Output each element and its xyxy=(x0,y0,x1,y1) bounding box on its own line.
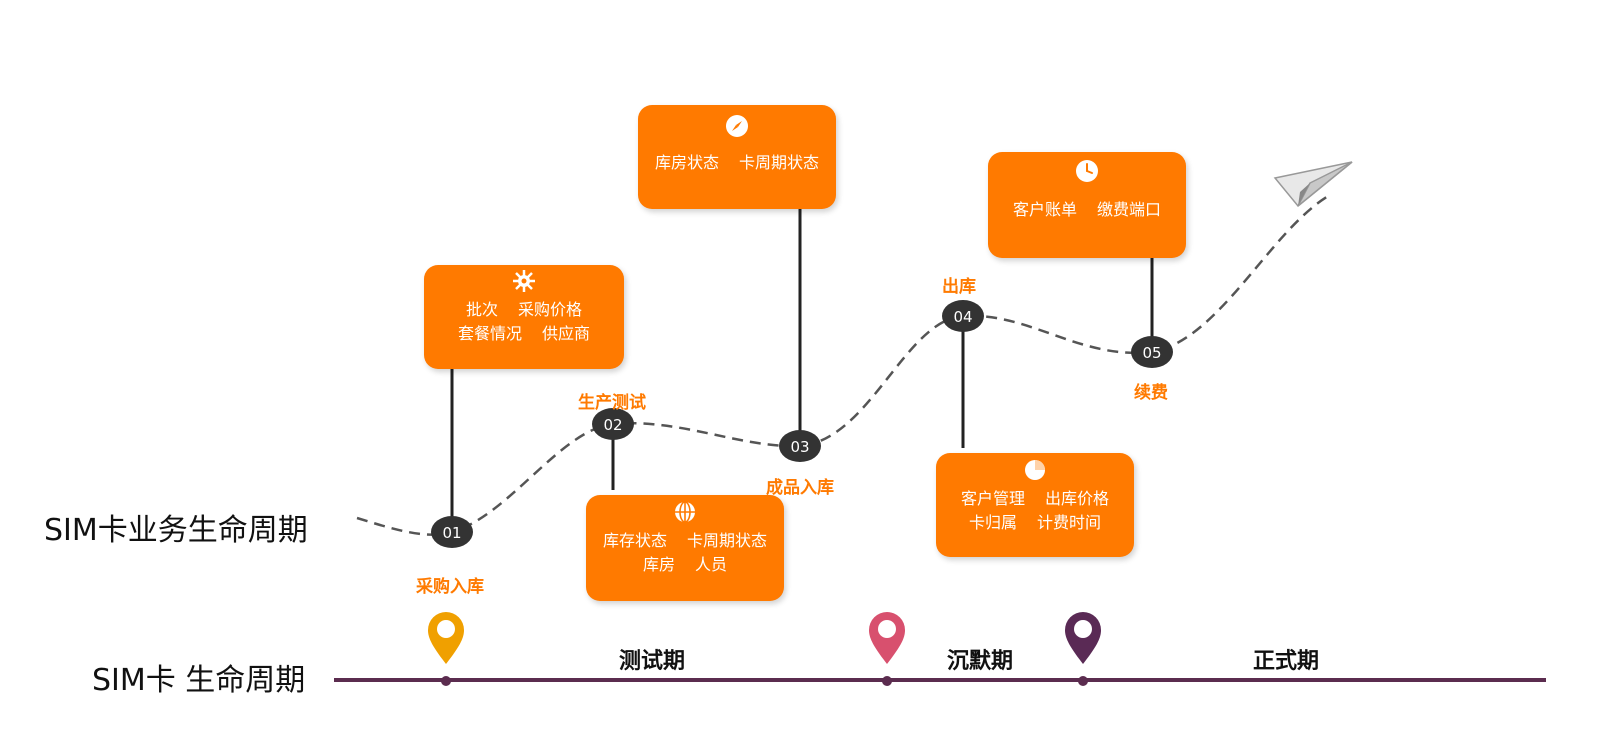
paper-plane-icon xyxy=(1273,161,1353,208)
field-warehouse: 库房 xyxy=(642,555,675,574)
timeline-dot xyxy=(441,676,451,686)
globe-icon xyxy=(675,501,695,523)
timeline-dot xyxy=(882,676,892,686)
phase-label-test: 测试期 xyxy=(619,649,686,674)
stage-label-02: 生产测试 xyxy=(578,393,646,413)
info-card-03: 库房状态 卡周期状态 xyxy=(638,105,836,209)
clock-icon xyxy=(1076,160,1098,182)
compass-icon xyxy=(726,115,748,137)
stage-label-01: 采购入库 xyxy=(416,577,484,597)
gear-icon xyxy=(513,270,535,292)
phase-label-silent: 沉默期 xyxy=(947,649,1014,674)
stage-number: 05 xyxy=(1142,344,1161,362)
stage-node-05: 05 xyxy=(1131,336,1173,368)
field-customer-management: 客户管理 xyxy=(960,489,1025,508)
timeline-dot xyxy=(1078,676,1088,686)
stage-number: 03 xyxy=(790,438,809,456)
business-lifecycle-title: SIM卡业务生命周期 xyxy=(44,513,308,548)
stage-node-04: 04 xyxy=(942,300,984,332)
info-card-05: 客户账单 缴费端口 xyxy=(988,152,1186,258)
field-batch: 批次 xyxy=(465,300,498,319)
field-customer-bill: 客户账单 xyxy=(1012,200,1077,219)
field-warehouse-status: 库房状态 xyxy=(654,153,719,172)
stage-node-01: 01 xyxy=(431,516,473,548)
info-card-02: 库存状态 卡周期状态 库房 人员 xyxy=(586,495,784,601)
field-outbound-price: 出库价格 xyxy=(1045,489,1110,508)
stage-label-03: 成品入库 xyxy=(766,478,834,498)
stage-number: 02 xyxy=(603,416,622,434)
stage-number: 04 xyxy=(953,308,972,326)
field-payment-port: 缴费端口 xyxy=(1097,200,1162,219)
field-card-cycle-status: 卡周期状态 xyxy=(687,531,768,550)
field-personnel: 人员 xyxy=(695,555,728,574)
field-card-owner: 卡归属 xyxy=(968,513,1017,532)
map-pin-icon xyxy=(428,612,464,664)
stage-node-02: 02 xyxy=(592,408,634,440)
info-card-04: 客户管理 出库价格 卡归属 计费时间 xyxy=(936,453,1134,557)
stage-label-04: 出库 xyxy=(942,277,976,297)
field-billing-time: 计费时间 xyxy=(1037,513,1102,532)
stage-number: 01 xyxy=(442,524,461,542)
field-supplier: 供应商 xyxy=(542,324,591,343)
map-pin-icon xyxy=(1065,612,1101,664)
info-card-01: 批次 采购价格 套餐情况 供应商 xyxy=(424,265,624,369)
field-package: 套餐情况 xyxy=(457,324,522,343)
pie-chart-icon xyxy=(1025,460,1045,480)
field-card-cycle-status: 卡周期状态 xyxy=(739,153,820,172)
stage-node-03: 03 xyxy=(779,430,821,462)
map-pin-icon xyxy=(869,612,905,664)
phase-label-formal: 正式期 xyxy=(1253,649,1320,674)
stage-label-05: 续费 xyxy=(1134,383,1168,403)
card-lifecycle-title: SIM卡 生命周期 xyxy=(92,663,306,698)
field-purchase-price: 采购价格 xyxy=(518,300,583,319)
field-inventory-status: 库存状态 xyxy=(602,531,667,550)
